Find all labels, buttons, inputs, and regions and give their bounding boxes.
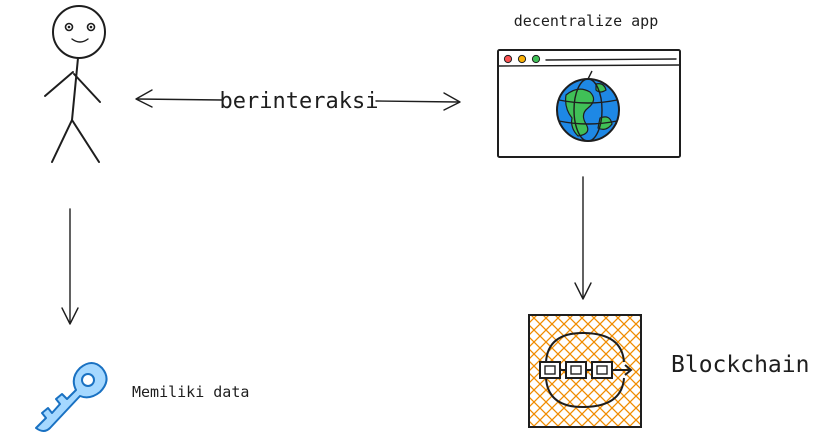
globe-icon [556,70,620,142]
user-to-key-arrow [61,208,79,325]
window-dot-red [503,54,513,64]
interaction-arrow [135,89,461,111]
window-dot-yellow [517,54,527,64]
dapp-label: decentralize app [514,12,659,30]
dapp-to-blockchain-arrow [574,176,592,300]
stick-figure-icon [44,5,106,163]
chain-blocks-icon [539,331,633,409]
key-icon [35,362,108,432]
blockchain-label: Blockchain [671,352,809,378]
interaction-label: berinteraksi [220,89,379,114]
browser-window-icon [497,49,681,158]
window-dot-green [531,54,541,64]
key-label: Memiliki data [132,383,249,401]
